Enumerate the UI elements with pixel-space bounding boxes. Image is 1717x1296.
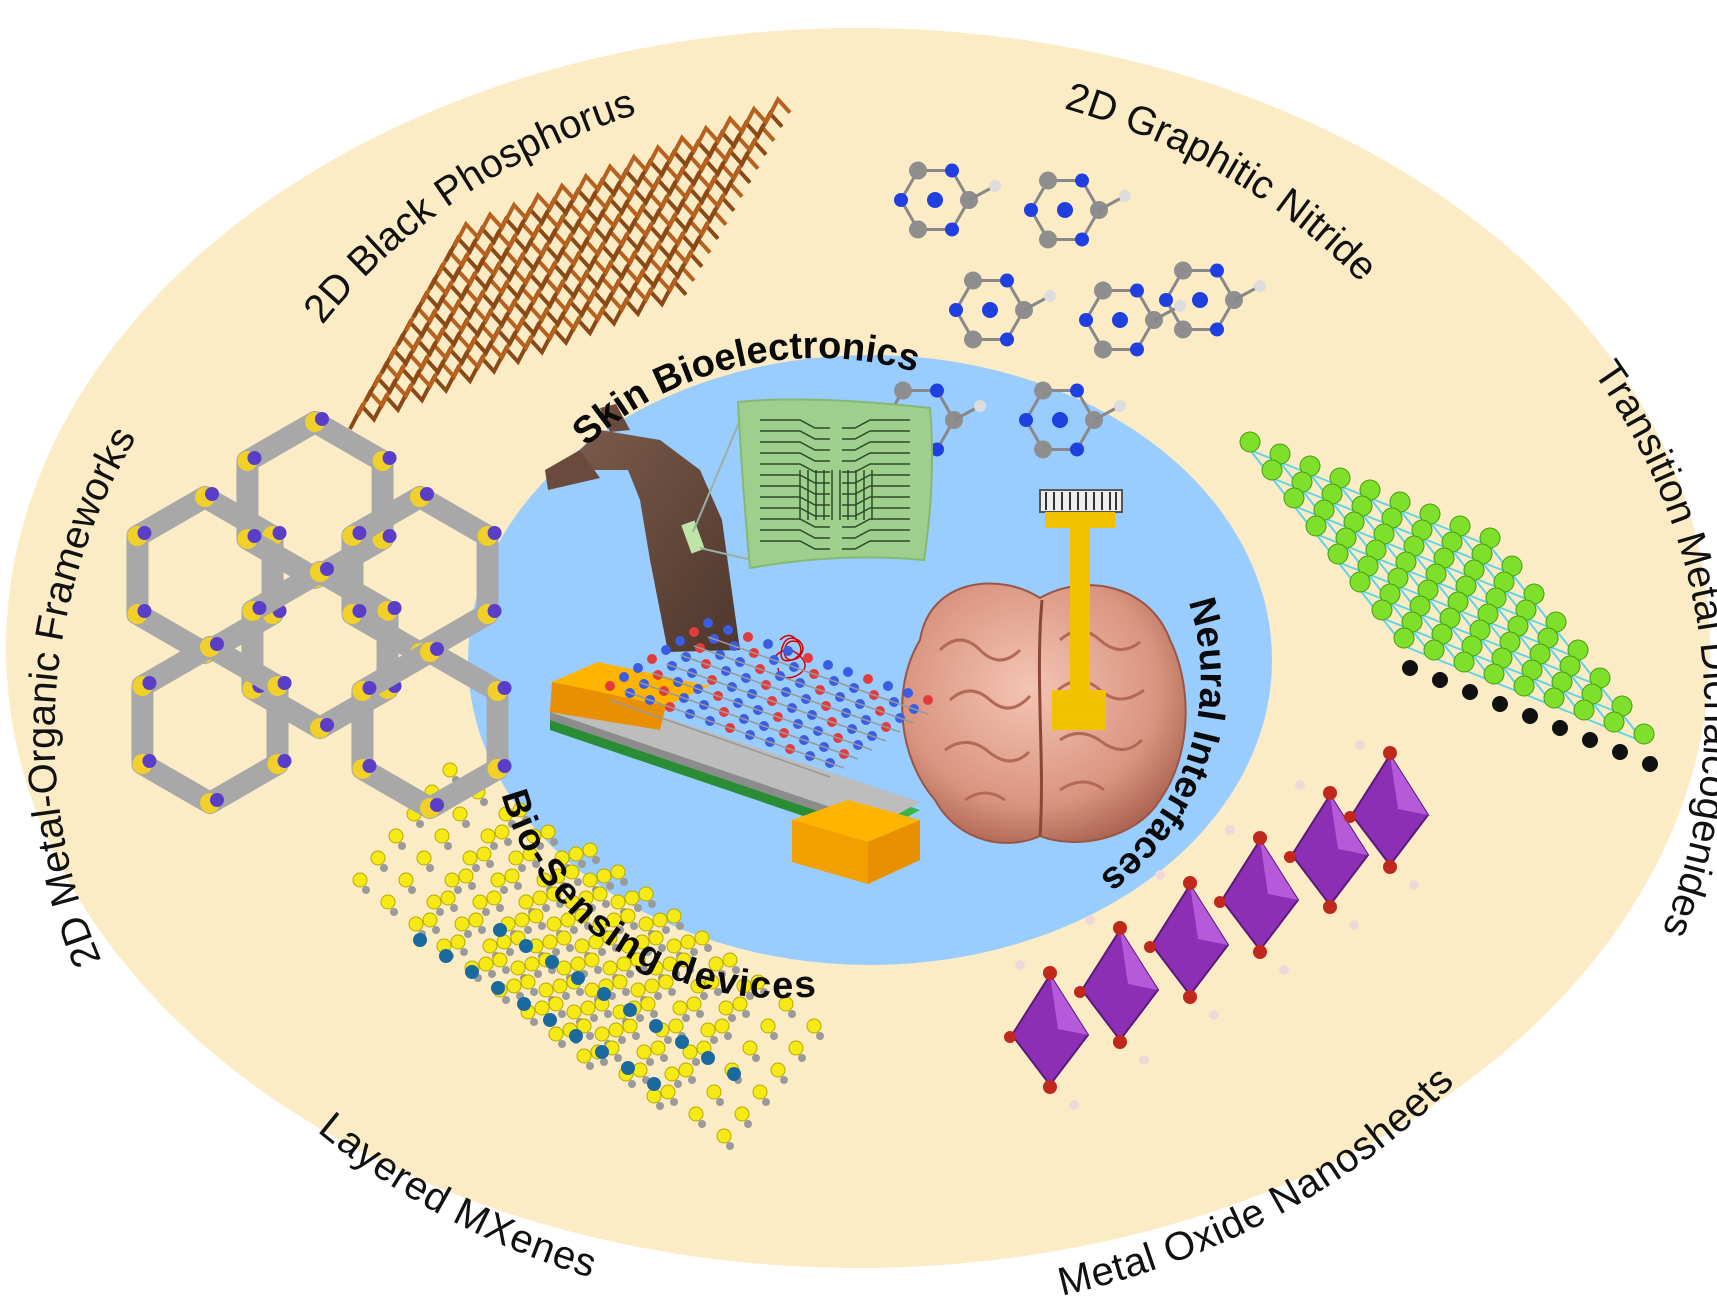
sensing-device-chip [550,618,933,884]
flexible-circuit-patch [736,398,933,570]
brain-with-probe [901,489,1187,844]
black-phosphorus-lattice [348,95,792,430]
hand-with-skin-patch [545,404,753,652]
mxene-layers [352,762,824,1150]
metal-oxide-chain [1004,740,1430,1110]
tmd-lattice [1239,431,1658,772]
graphitic-nitride-network [879,161,1266,459]
mof-honeycomb [126,411,512,819]
